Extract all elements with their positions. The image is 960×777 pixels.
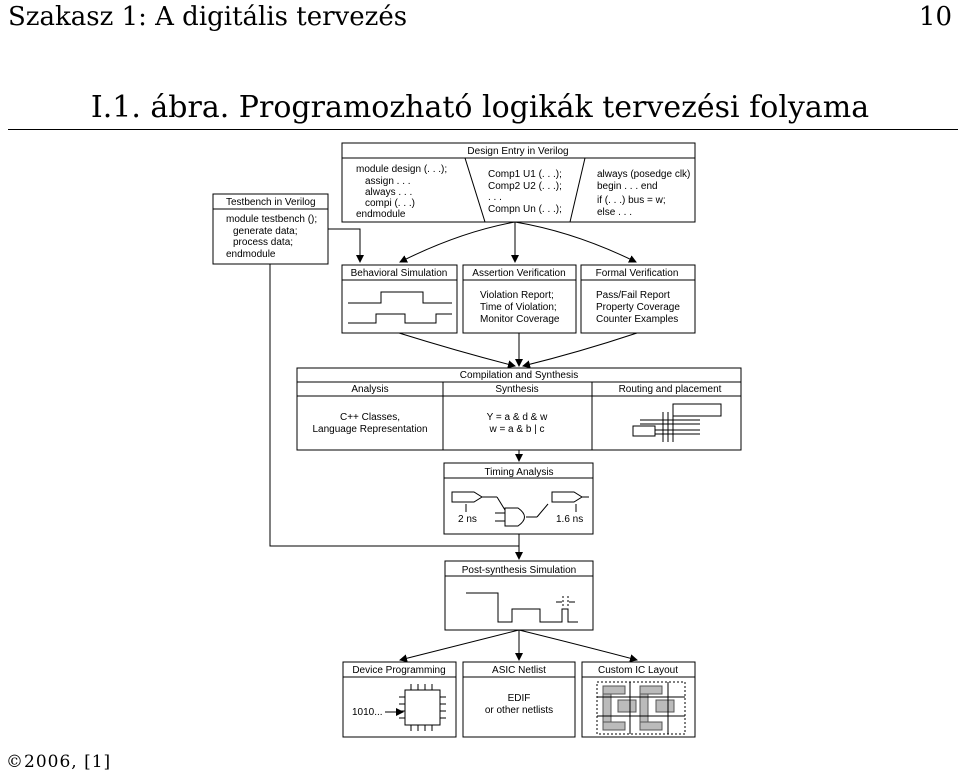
design-entry-code-line: assign . . .: [365, 176, 411, 187]
section-header: Szakasz 1: A digitális tervezés: [8, 2, 408, 32]
formal-verification-title: Formal Verification: [596, 268, 679, 279]
design-entry-code-line: Compn Un (. . .);: [488, 204, 562, 215]
testbench-code-line: endmodule: [226, 249, 276, 260]
design-entry-box: [341, 142, 696, 223]
timing-delay-right: 1.6 ns: [556, 514, 583, 525]
timing-delay-left: 2 ns: [458, 514, 477, 525]
design-entry-code-line: begin . . . end: [597, 181, 658, 192]
assertion-verification-title: Assertion Verification: [472, 268, 565, 279]
behavioral-simulation-title: Behavioral Simulation: [351, 268, 448, 279]
postsynth-to-output-arrows: [399, 629, 638, 663]
page-number: 10: [918, 2, 952, 32]
asic-line: EDIF: [508, 693, 531, 704]
analysis-line: Language Representation: [312, 424, 427, 435]
assertion-line: Time of Violation;: [480, 302, 557, 313]
compilation-synthesis-box: [296, 367, 742, 451]
design-entry-code-line: compi (. . .): [365, 198, 415, 209]
design-entry-title: Design Entry in Verilog: [467, 146, 568, 157]
design-entry-code-line: Comp2 U2 (. . .);: [488, 181, 562, 192]
formal-line: Counter Examples: [596, 314, 678, 325]
asic-netlist-title: ASIC Netlist: [492, 665, 546, 676]
entry-to-verification-arrows: [399, 221, 637, 263]
assertion-line: Monitor Coverage: [480, 314, 560, 325]
header-rule: [8, 129, 958, 130]
testbench-code-line: generate data;: [233, 226, 298, 237]
device-programming-title: Device Programming: [352, 665, 445, 676]
design-entry-code-line: . . .: [488, 192, 502, 203]
custom-ic-layout-title: Custom IC Layout: [598, 665, 678, 676]
synthesis-line: Y = a & d & w: [487, 412, 548, 423]
copyright-footer: ©2006, [1]: [6, 752, 112, 772]
figure-caption: I.1. ábra. Programozható logikák tervezé…: [90, 90, 870, 125]
post-synthesis-title: Post-synthesis Simulation: [462, 565, 577, 576]
design-entry-code-line: endmodule: [356, 209, 406, 220]
asic-netlist-box: [462, 661, 576, 738]
verification-to-compilation-arrows: [398, 332, 638, 369]
synthesis-header: Synthesis: [495, 384, 538, 395]
testbench-title: Testbench in Verilog: [226, 197, 316, 208]
analysis-header: Analysis: [351, 384, 388, 395]
design-entry-code-line: else . . .: [597, 207, 632, 218]
design-entry-code-line: always . . .: [365, 187, 412, 198]
testbench-code-line: module testbench ();: [226, 214, 317, 225]
timing-analysis-title: Timing Analysis: [484, 467, 553, 478]
testbench-to-behavioral-arrow: [328, 228, 364, 263]
timing-analysis-box: [443, 462, 594, 535]
assertion-line: Violation Report;: [480, 290, 554, 301]
device-bitstream: 1010...: [352, 707, 383, 718]
testbench-to-postsynth-connector: [269, 264, 519, 547]
asic-line: or other netlists: [485, 705, 553, 716]
design-entry-code-line: always (posedge clk): [597, 169, 690, 180]
custom-ic-layout-box: [581, 661, 696, 738]
testbench-code-line: process data;: [233, 237, 293, 248]
formal-verification-box: [580, 264, 696, 334]
design-entry-code-line: Comp1 U1 (. . .);: [488, 169, 562, 180]
formal-line: Pass/Fail Report: [596, 290, 670, 301]
analysis-line: C++ Classes,: [340, 412, 400, 423]
synthesis-line: w = a & b | c: [488, 424, 544, 435]
routing-header: Routing and placement: [619, 384, 722, 395]
compilation-title: Compilation and Synthesis: [460, 370, 578, 381]
design-entry-code-line: if (. . .) bus = w;: [597, 195, 666, 206]
device-programming-box: [342, 661, 457, 738]
design-entry-code-line: module design (. . .);: [356, 164, 447, 175]
formal-line: Property Coverage: [596, 302, 680, 313]
